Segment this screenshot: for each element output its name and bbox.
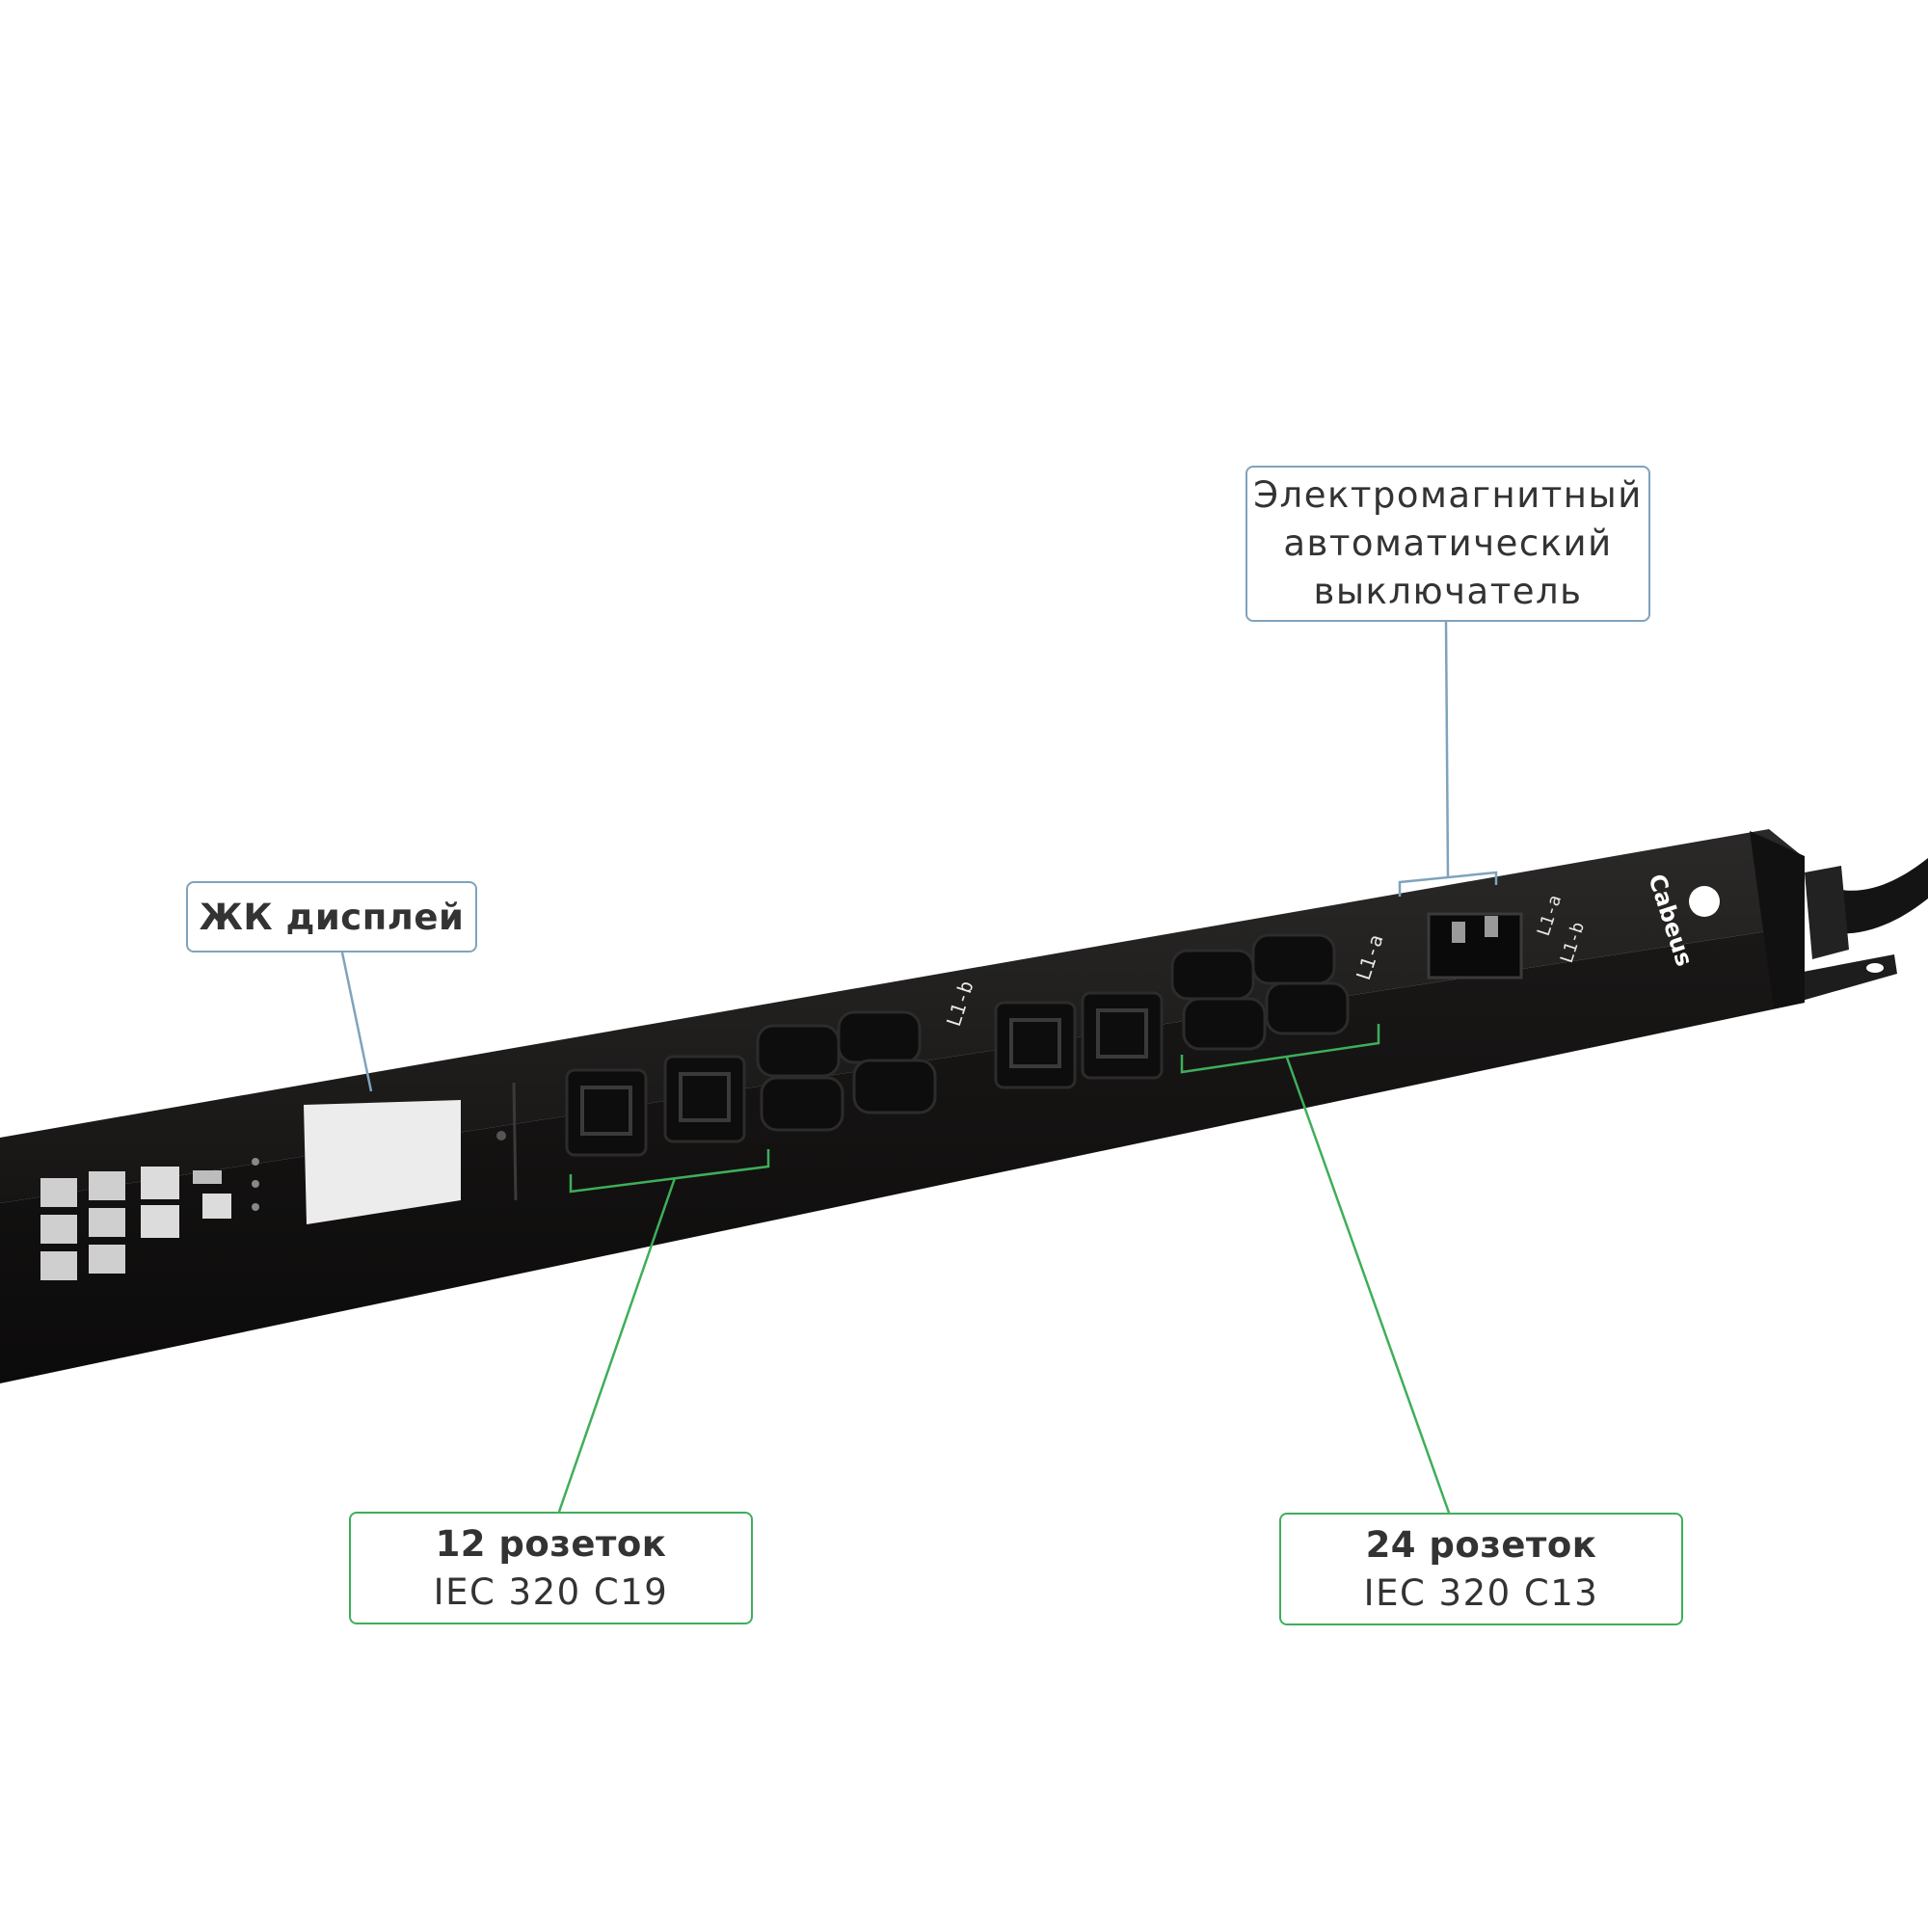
c13-outlets [756,933,1350,1132]
breaker-callout: Электромагнитный автоматический выключат… [1245,466,1650,622]
c13-leader [1285,1057,1451,1514]
rj45-ports [40,1167,231,1280]
lcd-leader [340,952,373,1092]
status-leds [252,1158,259,1211]
c19-callout: 12 розеток IEC 320 C19 [349,1512,753,1624]
breaker-leader [1444,621,1450,878]
lcd-display [304,1100,461,1224]
breaker-callout-line2: автоматический [1283,523,1613,564]
c19-callout-subtitle: IEC 320 C19 [433,1570,669,1613]
pdu-side-face [0,926,1805,1383]
c13-callout-title: 24 розеток [1365,1523,1597,1566]
power-cable [1832,858,1928,934]
c19-leader [557,1177,677,1513]
pdu-end-cap [1750,831,1805,1008]
lcd-callout: ЖК дисплей [186,881,477,953]
breaker-callout-line3: выключатель [1313,571,1583,612]
c19-callout-title: 12 розеток [435,1522,667,1565]
lcd-callout-label: ЖК дисплей [199,896,465,938]
c19-bracket [569,1149,770,1194]
breaker-callout-line1: Электромагнитный [1253,474,1643,516]
circuit-breaker [1427,912,1523,979]
c13-callout-subtitle: IEC 320 C13 [1363,1571,1599,1614]
brand-logo-icon [1689,886,1720,917]
cable-gland [1805,866,1849,959]
mounting-bracket [1793,954,1897,1003]
c13-bracket [1180,1024,1380,1074]
c13-callout: 24 розеток IEC 320 C13 [1279,1513,1683,1625]
